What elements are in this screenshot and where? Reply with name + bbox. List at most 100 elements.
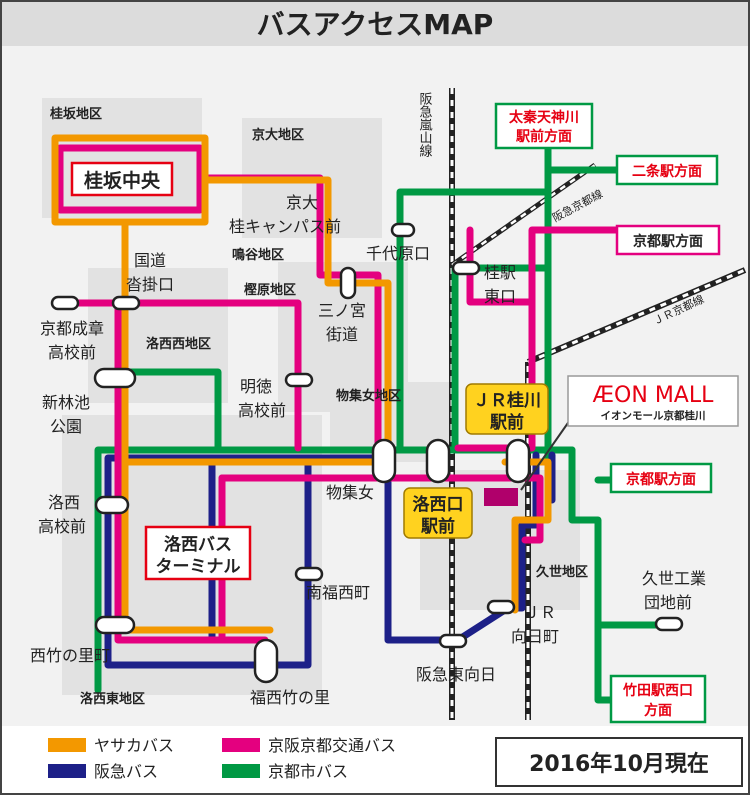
stop-jr-mukomachi-line2: 向日町 (511, 627, 559, 646)
dest-uzumasa[interactable]: 太秦天神川 駅前方面 (494, 102, 594, 150)
stop-katsura-line1: 桂駅 (484, 263, 516, 282)
district-kyodai: 京大地区 (252, 127, 304, 143)
stop-kuze-kogyo-line1: 久世工業 (642, 569, 706, 588)
dest-nijo-label: 二条駅方面 (632, 163, 702, 180)
hub-rakusei-terminal[interactable]: 洛西バス ターミナル (144, 525, 252, 581)
legend-swatch-city (222, 764, 260, 778)
dest-takeda-line1: 竹田駅西口 (622, 682, 693, 699)
stop-rakusei-hs-line1: 洛西 (48, 493, 80, 512)
stop-minami-fukunishi: 南福西町 (306, 583, 370, 602)
stop-seisho-line2: 高校前 (48, 343, 96, 362)
rail-label-hankyu-arashiyama: 阪急嵐山線 (417, 92, 433, 157)
stop-marker-mozume[interactable] (371, 438, 397, 484)
aeon-logo-box[interactable] (567, 375, 739, 427)
hub-katsurazaka-chuo[interactable]: 桂坂中央 (70, 161, 174, 197)
stop-mozume: 物集女 (326, 483, 374, 502)
legend-swatch-hankyu (48, 764, 86, 778)
stop-meitoku-line2: 高校前 (238, 401, 286, 420)
stop-marker-nishitakenosato[interactable] (94, 615, 136, 635)
stop-nishitakenosato: 西竹の里町 (30, 646, 110, 665)
stop-marker-rakusei-hs[interactable] (94, 495, 130, 515)
dest-nijo[interactable]: 二条駅方面 (615, 154, 719, 186)
dest-takeda-line2: 方面 (644, 702, 672, 719)
dest-takeda[interactable]: 竹田駅西口 方面 (609, 674, 707, 724)
stop-marker-katsura[interactable] (451, 260, 481, 276)
stop-marker-higashimuko[interactable] (438, 633, 468, 649)
dest-kyoto-right-label: 京都駅方面 (626, 471, 696, 488)
hub-rakusei-terminal-line1: 洛西バス (164, 534, 232, 555)
legend-label-yasaka: ヤサカバス (94, 736, 174, 755)
stop-fukunishitakenosato: 福西竹の里 (250, 688, 330, 707)
hub-rakusaiguchi[interactable]: 洛西口 駅前 (403, 487, 473, 539)
route-yasaka-bus (51, 134, 552, 634)
stop-marker-kuze-kogyo[interactable] (654, 616, 684, 632)
stop-marker-rakusaiguchi[interactable] (425, 438, 451, 484)
route-hankyu-bus (104, 451, 556, 669)
hub-katsurazaka-chuo-label: 桂坂中央 (83, 169, 161, 192)
stop-kuze-kogyo-line2: 団地前 (644, 593, 692, 612)
stop-shinrin-line2: 公園 (50, 417, 82, 436)
stop-marker-kokudo[interactable] (111, 295, 141, 311)
stop-shinrin-line1: 新林池 (42, 393, 90, 412)
dest-kyoto-upper[interactable]: 京都駅方面 (615, 224, 721, 256)
stop-kokudo-line2: 沓掛口 (126, 275, 174, 294)
stop-jr-mukomachi-line1: ＪＲ (524, 603, 556, 622)
district-katsurazaka: 桂坂地区 (49, 106, 102, 122)
stop-kyodai-line2: 桂キャンパス前 (229, 217, 341, 236)
stop-chishiro: 千代原口 (366, 244, 430, 263)
dest-kyoto-upper-label: 京都駅方面 (633, 233, 703, 250)
stop-meitoku-line1: 明徳 (240, 377, 272, 396)
district-kuze: 久世地区 (536, 564, 588, 580)
stop-marker-sannomiya[interactable] (339, 266, 357, 300)
stop-katsura-line2: 東口 (484, 287, 516, 306)
district-rakusei-east: 洛西東地区 (80, 691, 145, 707)
hub-jr-katsuragawa-line1: ＪＲ桂川 (473, 390, 541, 411)
legend-label-hankyu: 阪急バス (94, 762, 158, 781)
stop-marker-katsuragawa[interactable] (505, 438, 531, 484)
aeon-logo: ÆON MALL (593, 383, 714, 408)
stop-labels: 京大 桂キャンパス前 国道 沓掛口 三ノ宮 街道 千代原口 桂駅 東口 京都成章… (30, 193, 706, 707)
hub-jr-katsuragawa[interactable]: ＪＲ桂川 駅前 (465, 383, 549, 435)
dest-uzumasa-line2: 駅前方面 (516, 128, 572, 145)
stop-marker-fukunishi[interactable] (253, 638, 279, 684)
date-stamp: 2016年10月現在 (529, 751, 709, 777)
dest-uzumasa-line1: 太秦天神川 (509, 109, 579, 126)
dest-kyoto-right[interactable]: 京都駅方面 (609, 462, 713, 494)
stop-kokudo-line1: 国道 (134, 251, 166, 270)
stop-hankyu-higashimuko: 阪急東向日 (416, 665, 496, 684)
stop-rakusei-hs-line2: 高校前 (38, 517, 86, 536)
district-mozumezome: 物集女地区 (336, 388, 401, 404)
aeon-sub-label: イオンモール京都桂川 (601, 409, 706, 422)
district-shigitani: 鳴谷地区 (232, 247, 284, 263)
legend-swatch-yasaka (48, 738, 86, 752)
stop-marker-minami-fukunishi[interactable] (294, 566, 324, 582)
hub-rakusei-terminal-line2: ターミナル (156, 557, 241, 577)
hub-rakusaiguchi-line1: 洛西口 (413, 494, 464, 515)
legend-label-keihan: 京阪京都交通バス (268, 736, 396, 755)
stop-kyodai-line1: 京大 (286, 193, 318, 212)
stop-marker-chishiro[interactable] (390, 222, 416, 238)
title-bar (2, 2, 748, 46)
district-kashihara: 樫原地区 (244, 282, 296, 298)
stop-sannomiya-line2: 街道 (326, 325, 358, 344)
aeon-mall-site[interactable] (484, 488, 518, 506)
legend-label-city: 京都市バス (268, 762, 348, 781)
hub-jr-katsuragawa-line2: 駅前 (489, 412, 524, 433)
bus-stop-capsules (253, 266, 531, 684)
district-rakusei-west: 洛西西地区 (146, 336, 211, 352)
map-title: バスアクセスMAP (257, 8, 494, 41)
hub-rakusaiguchi-line2: 駅前 (420, 516, 455, 537)
stop-marker-meitoku[interactable] (284, 372, 314, 388)
district-labels: 桂坂地区 京大地区 鳴谷地区 樫原地区 洛西西地区 物集女地区 久世地区 洛西東… (49, 106, 588, 707)
stop-marker-seisho[interactable] (50, 295, 80, 311)
bus-stop-markers (50, 222, 684, 649)
stop-marker-mukomachi[interactable] (486, 599, 516, 615)
legend: ヤサカバス 京阪京都交通バス 阪急バス 京都市バス (48, 736, 396, 781)
date-stamp-box: 2016年10月現在 (495, 737, 743, 787)
stop-marker-shinrin[interactable] (93, 367, 137, 389)
legend-swatch-keihan (222, 738, 260, 752)
stop-seisho-line1: 京都成章 (40, 319, 104, 338)
stop-sannomiya-line1: 三ノ宮 (318, 301, 366, 320)
